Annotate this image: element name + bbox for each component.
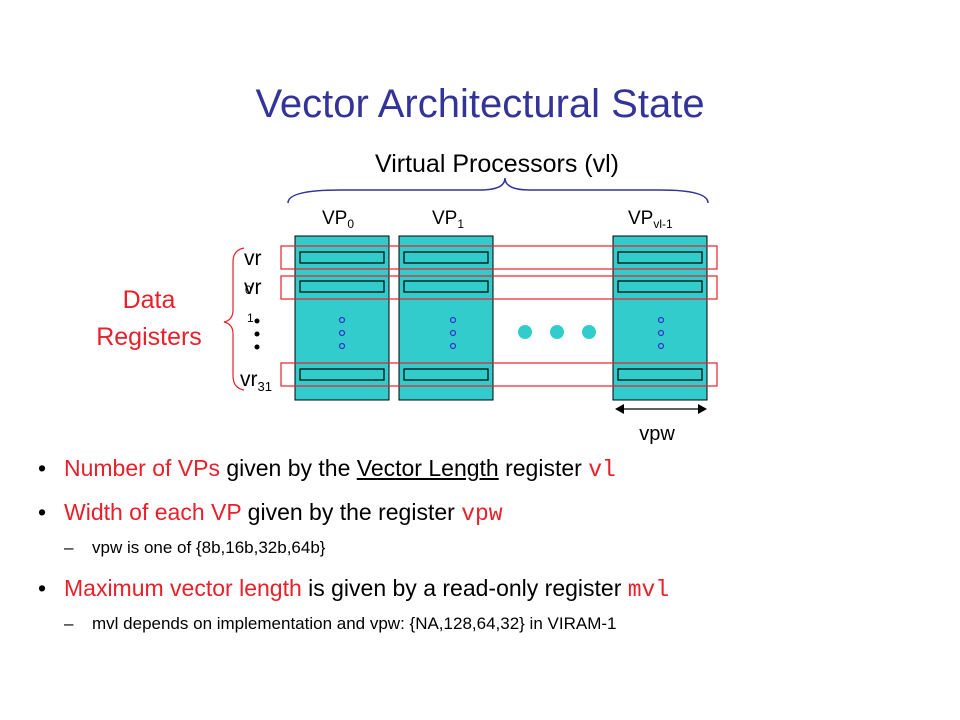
registers-brace	[223, 247, 245, 391]
register-row-vr31	[280, 362, 718, 387]
vp-brace	[287, 177, 709, 204]
reg-label-vr0: vr	[244, 247, 262, 270]
vpw-arrow	[615, 404, 707, 414]
vpw-label: vpw	[639, 423, 675, 445]
bullet-list: • Number of VPs given by the Vector Leng…	[38, 453, 948, 637]
bullet-num-vps: • Number of VPs given by the Vector Leng…	[38, 455, 616, 483]
bullet-max-vector-length: • Maximum vector length is given by a re…	[38, 575, 670, 603]
columns-ellipsis	[518, 325, 596, 339]
reg-sub-vr1: 1	[247, 311, 254, 325]
bullet-vp-width: • Width of each VP given by the register…	[38, 499, 503, 527]
sub-bullet-dash: –	[64, 538, 74, 557]
bullet-dot: •	[38, 575, 47, 601]
bullet-dot: •	[38, 499, 47, 525]
data-registers-label-1: Data	[123, 286, 176, 314]
reg-label-vr1: vr	[244, 276, 262, 299]
register-row-vr0	[280, 245, 718, 270]
sub-bullet-mvl: – mvl depends on implementation and vpw:…	[38, 611, 948, 637]
bullet-dot: •	[38, 455, 47, 481]
vp-label-2: VPvl-1	[628, 208, 673, 231]
vp-label-1: VP1	[432, 208, 464, 231]
sub-bullet-dash: –	[64, 614, 74, 633]
vp-column-0	[294, 235, 390, 401]
reg-sub-vr0: 0	[245, 283, 252, 297]
slide-title: Vector Architectural State	[255, 82, 705, 126]
register-row-vr1	[280, 275, 718, 300]
vp-column-1	[398, 235, 494, 401]
vp-header: Virtual Processors (vl)	[375, 150, 619, 178]
vp-label-0: VP0	[322, 208, 354, 231]
data-registers-label-2: Registers	[96, 323, 202, 351]
registers-ellipsis	[254, 318, 260, 350]
sub-bullet-vpw: – vpw is one of {8b,16b,32b,64b}	[38, 535, 948, 561]
vector-state-diagram: Virtual Processors (vl) VP0 VP1 VPvl-1	[96, 150, 718, 445]
reg-label-vr31: vr31	[240, 368, 272, 394]
vp-column-last	[612, 235, 708, 401]
